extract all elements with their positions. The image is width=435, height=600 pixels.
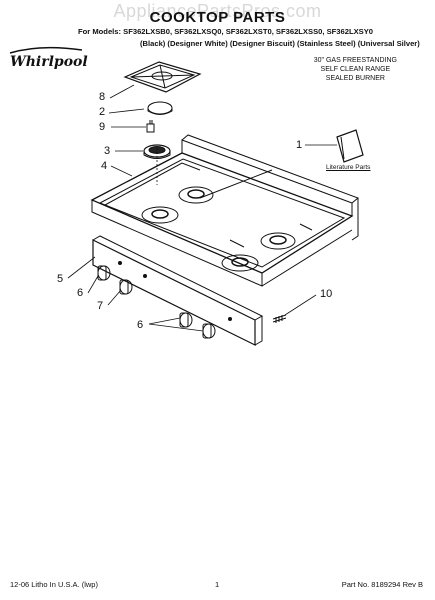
callout-4: 4 bbox=[101, 160, 108, 172]
models-line: For Models: SF362LXSB0, SF362LXSQ0, SF36… bbox=[78, 27, 374, 36]
leader-lines bbox=[67, 84, 337, 332]
callout-5: 5 bbox=[57, 273, 64, 285]
knob-1 bbox=[97, 265, 111, 281]
burner-cap bbox=[147, 101, 173, 115]
burner-grate bbox=[123, 61, 202, 93]
callout-8: 8 bbox=[99, 91, 106, 103]
description-line-2: SELF CLEAN RANGE bbox=[320, 66, 391, 73]
page-title: COOKTOP PARTS bbox=[149, 9, 286, 26]
callout-10: 10 bbox=[320, 288, 333, 300]
footer-part-number: Part No. 8189294 Rev B bbox=[341, 580, 423, 589]
footer-page-number: 1 bbox=[215, 580, 220, 589]
callout-3: 3 bbox=[104, 145, 111, 157]
description-line-3: SEALED BURNER bbox=[325, 75, 385, 82]
description-line-1: 30" GAS FREESTANDING bbox=[313, 57, 397, 64]
range-description: 30" GAS FREESTANDING SELF CLEAN RANGE SE… bbox=[314, 56, 397, 83]
knob-2 bbox=[119, 279, 133, 295]
callout-9: 9 bbox=[99, 121, 106, 133]
callout-6-right: 6 bbox=[137, 319, 144, 331]
literature-parts-label: Literature Parts bbox=[326, 164, 371, 171]
manifold-panel bbox=[92, 235, 264, 346]
callout-1: 1 bbox=[296, 139, 303, 151]
brand-logo: Whirlpool bbox=[10, 54, 88, 70]
igniter bbox=[146, 120, 155, 133]
callout-2: 2 bbox=[99, 106, 106, 118]
knob-3 bbox=[179, 312, 193, 328]
callout-6-left: 6 bbox=[77, 287, 84, 299]
footer-litho: 12-06 Litho In U.S.A. (lwp) bbox=[10, 580, 98, 589]
watermark: AppliancePartsPros.com bbox=[113, 1, 322, 21]
callout-7: 7 bbox=[97, 300, 104, 312]
screw bbox=[272, 314, 287, 323]
logo-swoosh bbox=[9, 46, 83, 54]
cooktop bbox=[90, 134, 359, 287]
colors-line: (Black) (Designer White) (Designer Biscu… bbox=[140, 39, 420, 48]
knob-4 bbox=[202, 323, 216, 339]
literature-parts bbox=[336, 129, 364, 163]
